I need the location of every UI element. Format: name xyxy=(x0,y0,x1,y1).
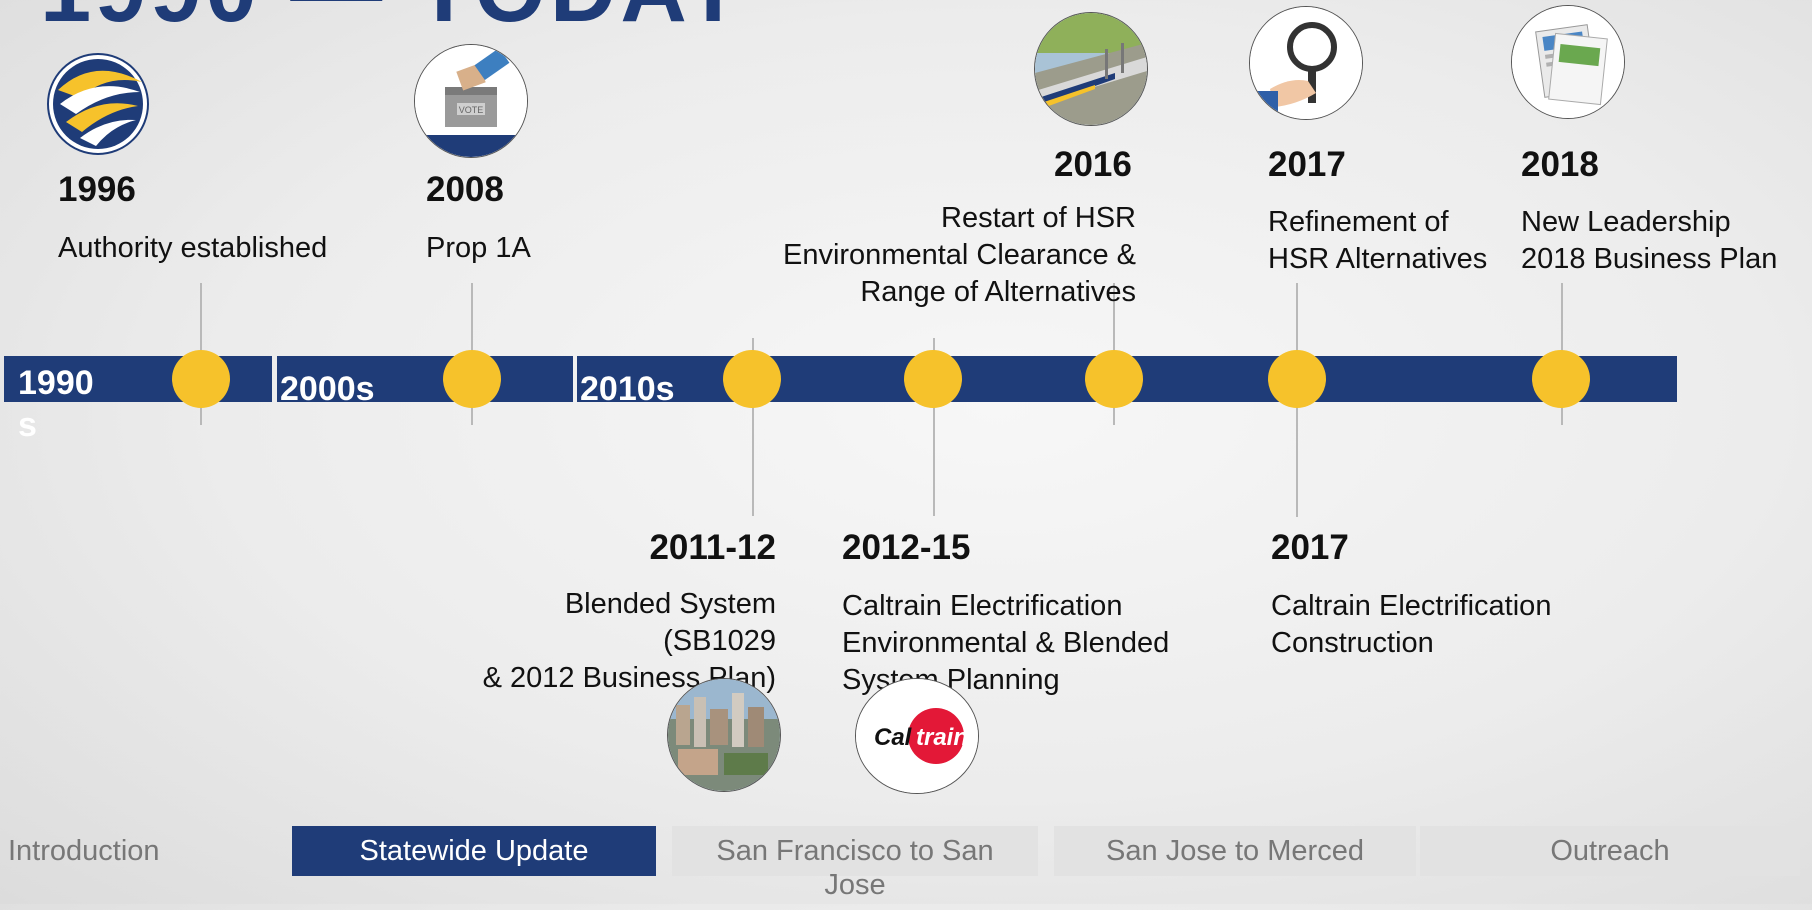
hsr-authority-logo xyxy=(46,52,150,156)
milestone-description: Prop 1A xyxy=(426,232,531,264)
svg-text:VOTE: VOTE xyxy=(459,105,484,115)
nav-tab-san-francisco-to-san-jose[interactable]: San Francisco to San Jose xyxy=(672,826,1038,901)
nav-tab-statewide-update[interactable]: Statewide Update xyxy=(292,826,656,876)
milestone-description: Refinement of HSR Alternatives xyxy=(1268,206,1488,275)
ballot-box-vote-icon: VOTE xyxy=(414,44,528,158)
milestone-description: Restart of HSR Environmental Clearance &… xyxy=(782,202,1136,308)
caltrain-logo: Cal train xyxy=(855,678,979,794)
train-station-photo xyxy=(1034,12,1148,126)
milestone-year: 2012-15 xyxy=(842,528,971,567)
milestone-year: 2017 xyxy=(1271,528,1349,567)
milestone-dot-2017-refinement[interactable] xyxy=(1268,350,1326,408)
milestone-dot-2018[interactable] xyxy=(1532,350,1590,408)
milestone-description: Blended System (SB1029 & 2012 Business P… xyxy=(482,588,776,694)
svg-text:Cal: Cal xyxy=(874,724,913,751)
connector-line xyxy=(752,338,754,516)
milestone-description: Caltrain Electrification Construction xyxy=(1271,590,1552,659)
milestone-description: New Leadership 2018 Business Plan xyxy=(1521,206,1778,275)
milestone-dot-2011-12[interactable] xyxy=(723,350,781,408)
city-aerial-photo xyxy=(667,678,781,792)
milestone-year: 1996 xyxy=(58,170,136,209)
decade-label-2010s: 2010s xyxy=(580,370,675,408)
decade-label-2000s: 2000s xyxy=(280,370,375,408)
milestone-dot-2008[interactable] xyxy=(443,350,501,408)
milestone-year: 2018 xyxy=(1521,145,1599,184)
milestone-year: 2016 xyxy=(1054,145,1132,184)
nav-tab-outreach[interactable]: Outreach xyxy=(1420,826,1800,876)
milestone-dot-2012-15[interactable] xyxy=(904,350,962,408)
milestone-dot-2016[interactable] xyxy=(1085,350,1143,408)
milestone-description: Authority established xyxy=(58,232,328,264)
milestone-dot-1996[interactable] xyxy=(172,350,230,408)
milestone-description: Caltrain Electrification Environmental &… xyxy=(842,590,1170,696)
decade-label-1990s: 1990 s xyxy=(18,364,94,444)
nav-tab-introduction[interactable]: Introduction xyxy=(8,835,160,867)
business-plan-document-icon xyxy=(1511,5,1625,119)
milestone-year: 2011-12 xyxy=(649,528,776,567)
nav-tab-san-jose-to-merced[interactable]: San Jose to Merced xyxy=(1054,826,1416,876)
magnifying-glass-icon xyxy=(1249,6,1363,120)
connector-line xyxy=(933,338,935,516)
svg-text:train: train xyxy=(916,724,968,751)
decade-bar-2000s xyxy=(277,356,573,402)
page-title: 1990 — TODAY xyxy=(40,0,748,43)
milestone-year: 2008 xyxy=(426,170,504,209)
milestone-year: 2017 xyxy=(1268,145,1346,184)
